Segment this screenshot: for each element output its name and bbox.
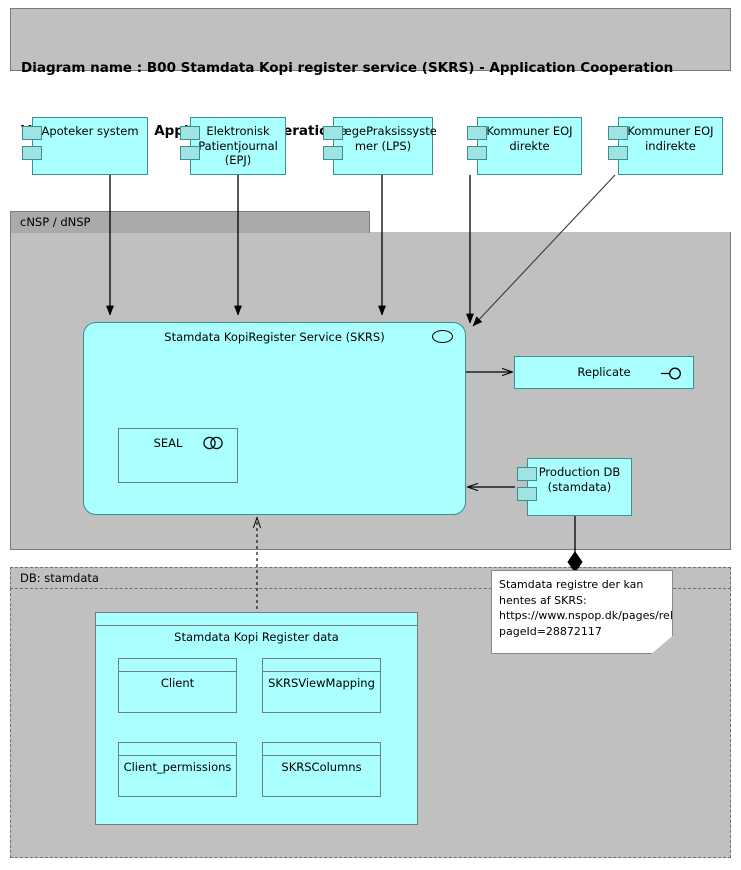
service-stamdata-kopiregister-skrs-label: Stamdata KopiRegister Service (SKRS) bbox=[164, 330, 385, 344]
component-production-db-stamdata[interactable]: Production DB (stamdata) bbox=[527, 458, 632, 516]
dataobject-client-permissions[interactable]: Client_permissions bbox=[118, 742, 237, 797]
group-cnsp-dnsp-tab: cNSP / dNSP bbox=[10, 211, 370, 233]
component-tab-icon bbox=[467, 126, 487, 140]
collaboration-icon bbox=[203, 436, 223, 450]
component-tab-icon bbox=[22, 146, 42, 160]
service-stamdata-kopiregister-skrs[interactable]: Stamdata KopiRegister Service (SKRS) bbox=[83, 322, 466, 515]
component-laegepraksissystemer-lps-label: LægePraksissyste mer (LPS) bbox=[334, 124, 437, 153]
collaboration-seal-label: SEAL bbox=[153, 436, 183, 450]
dataobject-stamdata-kopi-register-data-label: Stamdata Kopi Register data bbox=[174, 630, 339, 644]
dataobject-skrsviewmapping[interactable]: SKRSViewMapping bbox=[262, 658, 381, 713]
collaboration-seal[interactable]: SEAL bbox=[118, 428, 238, 483]
interface-replicate-label: Replicate bbox=[577, 365, 631, 379]
diagram-name-line: Diagram name : B00 Stamdata Kopi registe… bbox=[21, 60, 674, 76]
dataobject-skrscolumns-label: SKRSColumns bbox=[281, 760, 362, 774]
component-elektronisk-patientjournal-label: Elektronisk Patientjournal (EPJ) bbox=[198, 124, 278, 167]
interface-replicate[interactable]: Replicate bbox=[514, 356, 694, 389]
dataobject-client[interactable]: Client bbox=[118, 658, 237, 713]
component-laegepraksissystemer-lps[interactable]: LægePraksissyste mer (LPS) bbox=[333, 117, 437, 175]
dataobject-header-bar bbox=[119, 743, 236, 756]
component-tab-icon bbox=[467, 146, 487, 160]
component-apoteker-system[interactable]: Apoteker system bbox=[32, 117, 148, 175]
group-cnsp-dnsp-label: cNSP / dNSP bbox=[20, 215, 91, 229]
component-apoteker-system-label: Apoteker system bbox=[41, 124, 139, 138]
dataobject-header-bar bbox=[96, 613, 417, 626]
diagram-title-banner: Diagram name : B00 Stamdata Kopi registe… bbox=[10, 8, 731, 139]
dataobject-header-bar bbox=[119, 659, 236, 672]
component-tab-icon bbox=[180, 146, 200, 160]
dataobject-skrsviewmapping-label: SKRSViewMapping bbox=[268, 676, 375, 690]
note-text: Stamdata registre der kan hentes af SKRS… bbox=[499, 578, 741, 638]
oval-interface-icon bbox=[432, 330, 453, 343]
group-db-stamdata-label: DB: stamdata bbox=[20, 571, 99, 585]
dataobject-header-bar bbox=[263, 659, 380, 672]
component-kommuner-eoj-indirekte-label: Kommuner EOJ indirekte bbox=[627, 124, 714, 153]
component-tab-icon bbox=[608, 146, 628, 160]
component-tab-icon bbox=[517, 467, 537, 481]
note-stamdata-registre: Stamdata registre der kan hentes af SKRS… bbox=[491, 570, 673, 654]
component-production-db-stamdata-label: Production DB (stamdata) bbox=[538, 465, 621, 494]
dataobject-header-bar bbox=[263, 743, 380, 756]
dataobject-skrscolumns[interactable]: SKRSColumns bbox=[262, 742, 381, 797]
component-elektronisk-patientjournal[interactable]: Elektronisk Patientjournal (EPJ) bbox=[190, 117, 286, 175]
component-tab-icon bbox=[180, 126, 200, 140]
lollipop-interface-icon bbox=[661, 367, 681, 380]
component-kommuner-eoj-direkte-label: Kommuner EOJ direkte bbox=[486, 124, 573, 153]
dataobject-client-label: Client bbox=[160, 676, 195, 690]
component-kommuner-eoj-direkte[interactable]: Kommuner EOJ direkte bbox=[477, 117, 582, 175]
component-tab-icon bbox=[323, 126, 343, 140]
component-tab-icon bbox=[608, 126, 628, 140]
component-tab-icon bbox=[323, 146, 343, 160]
component-kommuner-eoj-indirekte[interactable]: Kommuner EOJ indirekte bbox=[618, 117, 723, 175]
component-tab-icon bbox=[517, 487, 537, 501]
component-tab-icon bbox=[22, 126, 42, 140]
dataobject-client-permissions-label: Client_permissions bbox=[123, 760, 232, 774]
